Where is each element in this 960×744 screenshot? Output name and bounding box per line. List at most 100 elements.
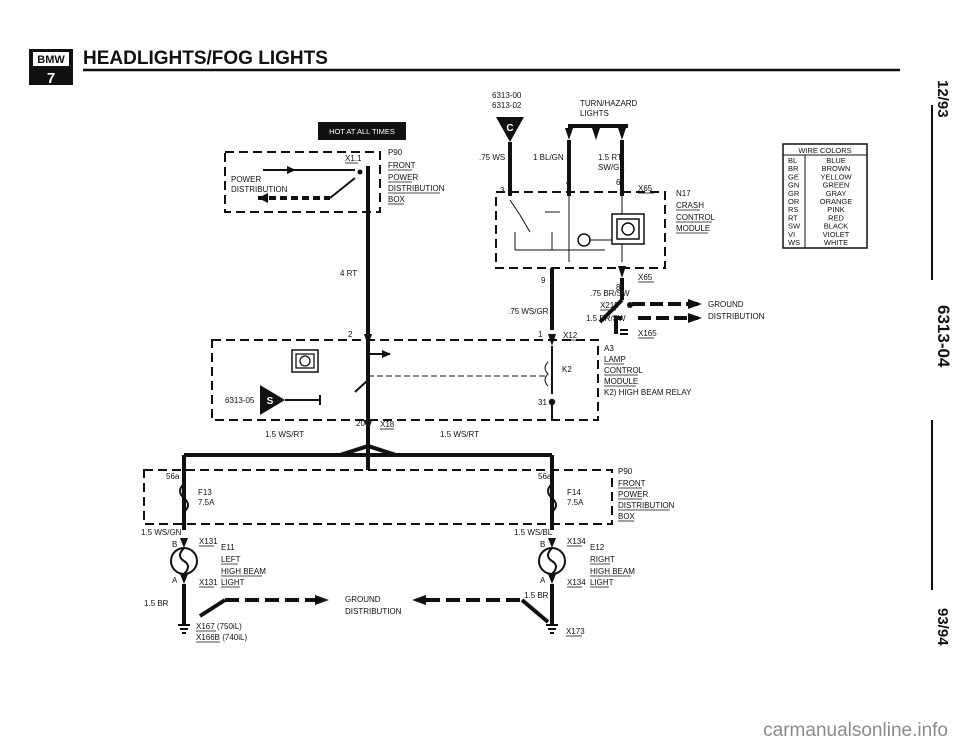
wire-15wsrt-right: 1.5 WS/RT <box>440 430 479 439</box>
splice-x18: 20 X18 1.5 WS/RT 1.5 WS/RT <box>182 419 554 530</box>
power-dist-left-2: DISTRIBUTION <box>231 185 288 194</box>
ground-x173: X173 <box>566 627 585 636</box>
p90-bottom-id: P90 <box>618 467 633 476</box>
right-lamp-line-1: RIGHT <box>590 555 615 564</box>
ground-top-label-1: GROUND <box>708 300 744 309</box>
pin-b-right: B <box>540 540 545 549</box>
ref-6313-02: 6313-02 <box>492 101 522 110</box>
left-high-beam-lamp: B X131 A X131 E11 LEFT HIGH BEAM LIGHT <box>170 537 266 588</box>
relay-k2: K2 <box>562 365 572 374</box>
wire-15br-left: 1.5 BR <box>144 599 169 608</box>
power-dist-left-1: POWER <box>231 175 261 184</box>
wire-75ws: .75 WS <box>479 153 505 162</box>
pin-2: 2 <box>348 330 353 339</box>
wire-15wsrt-left: 1.5 WS/RT <box>265 430 304 439</box>
crash-control-module: .75 WS 1 BL/GN 1.5 RT/ SW/GE 3 4 6 X65 N… <box>479 140 716 292</box>
wire-15br-right: 1.5 BR <box>524 591 549 600</box>
side-margin: 12/93 6313-04 93/94 <box>931 80 953 646</box>
lamp-module-line-3: MODULE <box>604 377 638 386</box>
legend-code: BR <box>788 164 799 173</box>
wire-75wsgr: .75 WS/GR <box>508 307 549 316</box>
legend-title: WIRE COLORS <box>798 146 851 155</box>
front-power-distribution-box-top: X1.1 POWER DISTRIBUTION P90 FRONT POWER … <box>224 148 445 470</box>
ref-s-triangle <box>260 385 285 415</box>
pin-3: 3 <box>500 186 505 195</box>
legend-color: RED <box>828 213 844 222</box>
fuse-f13: F13 <box>198 488 212 497</box>
right-lamp-line-3: LIGHT <box>590 578 614 587</box>
relay-description: K2) HIGH BEAM RELAY <box>604 388 692 397</box>
hot-banner-text: HOT AT ALL TIMES <box>329 127 395 136</box>
crash-module-line-3: MODULE <box>676 224 710 233</box>
ref-c-letter: C <box>506 123 513 134</box>
left-lamp-line-2: HIGH BEAM <box>221 567 266 576</box>
ref-s-letter: S <box>267 396 274 407</box>
p90-bottom-line-3: DISTRIBUTION <box>618 501 675 510</box>
crash-module-id: N17 <box>676 189 691 198</box>
legend-code: OR <box>788 197 800 206</box>
legend-code: BL <box>788 156 797 165</box>
wire-15wsgn: 1.5 WS/GN <box>141 528 182 537</box>
ground-x165: X165 <box>638 329 657 338</box>
legend-code: GE <box>788 172 799 181</box>
pin-31: 31 <box>538 398 547 407</box>
x215-label: X215 <box>600 301 619 310</box>
legend-code: GR <box>788 189 800 198</box>
pin-1: 1 <box>538 330 543 339</box>
p90-top-line-3: DISTRIBUTION <box>388 184 445 193</box>
ground-distribution-top: .75 BR/SW X215 GROUND DISTRIBUTION .75 W… <box>508 268 765 339</box>
legend-color: WHITE <box>824 238 848 247</box>
legend-color: GREEN <box>823 181 850 190</box>
ground-bottom-label-2: DISTRIBUTION <box>345 607 402 616</box>
legend-code: GN <box>788 181 799 190</box>
legend-code: WS <box>788 238 800 247</box>
legend-color: VIOLET <box>823 230 850 239</box>
front-power-distribution-box-bottom: 56a 56a F13 7.5A F14 7.5A P90 FRONT POWE… <box>143 467 675 525</box>
wire-75brsw: .75 BR/SW <box>590 289 630 298</box>
legend-color: PINK <box>827 205 845 214</box>
side-date: 12/93 <box>934 80 951 118</box>
ref-6313-00: 6313-00 <box>492 91 522 100</box>
right-conn-x134: X134 <box>567 537 586 546</box>
lamp-module-line-2: CONTROL <box>604 366 644 375</box>
p90-top-line-1: FRONT <box>388 161 416 170</box>
wire-15rt: 1.5 RT/ <box>598 153 625 162</box>
pin-4: 4 <box>566 178 571 187</box>
right-lamp-line-2: HIGH BEAM <box>590 567 635 576</box>
p90-top-line-2: POWER <box>388 173 418 182</box>
crash-module-line-1: CRASH <box>676 201 704 210</box>
pin-8: 8 <box>616 283 621 292</box>
ground-x166b: X166B (740iL) <box>196 633 247 642</box>
left-conn-x131-b: X131 <box>199 578 218 587</box>
ground-top-label-2: DISTRIBUTION <box>708 312 765 321</box>
legend-color: ORANGE <box>820 197 853 206</box>
legend-color: BLUE <box>826 156 846 165</box>
logo-text: BMW <box>37 54 65 66</box>
turn-hazard-1: TURN/HAZARD <box>580 99 638 108</box>
wire-15rt-2: SW/GE <box>598 163 625 172</box>
fuse-f14: F14 <box>567 488 581 497</box>
left-lamp-line-1: LEFT <box>221 555 241 564</box>
pin-6: 6 <box>616 178 621 187</box>
lamp-module-line-1: LAMP <box>604 355 626 364</box>
p90-bottom-line-2: POWER <box>618 490 648 499</box>
legend-color: YELLOW <box>820 172 852 181</box>
left-lamp-line-3: LIGHT <box>221 578 245 587</box>
p90-top-id: P90 <box>388 148 403 157</box>
legend-color: BROWN <box>822 164 851 173</box>
pin-b-left: B <box>172 540 177 549</box>
pin-a-left: A <box>172 576 178 585</box>
wire-1blgn: 1 BL/GN <box>533 153 564 162</box>
left-conn-x131: X131 <box>199 537 218 546</box>
legend-code: RS <box>788 205 798 214</box>
ground-bottom-label-1: GROUND <box>345 595 381 604</box>
ground-distribution-bottom: 1.5 BR GROUND DISTRIBUTION 1.5 BR X167 (… <box>144 584 585 643</box>
right-high-beam-lamp: B X134 A X134 E12 RIGHT HIGH BEAM LIGHT <box>538 537 635 588</box>
pin-56a-left: 56a <box>166 472 180 481</box>
pin-a-right: A <box>540 576 546 585</box>
p90-top-line-4: BOX <box>388 195 406 204</box>
wire-15brsw: 1.5 BR/SW <box>586 314 626 323</box>
crash-conn-x65-top: X65 <box>638 184 653 193</box>
legend-code: VI <box>788 230 795 239</box>
bmw-logo: BMW 7 <box>29 49 73 87</box>
